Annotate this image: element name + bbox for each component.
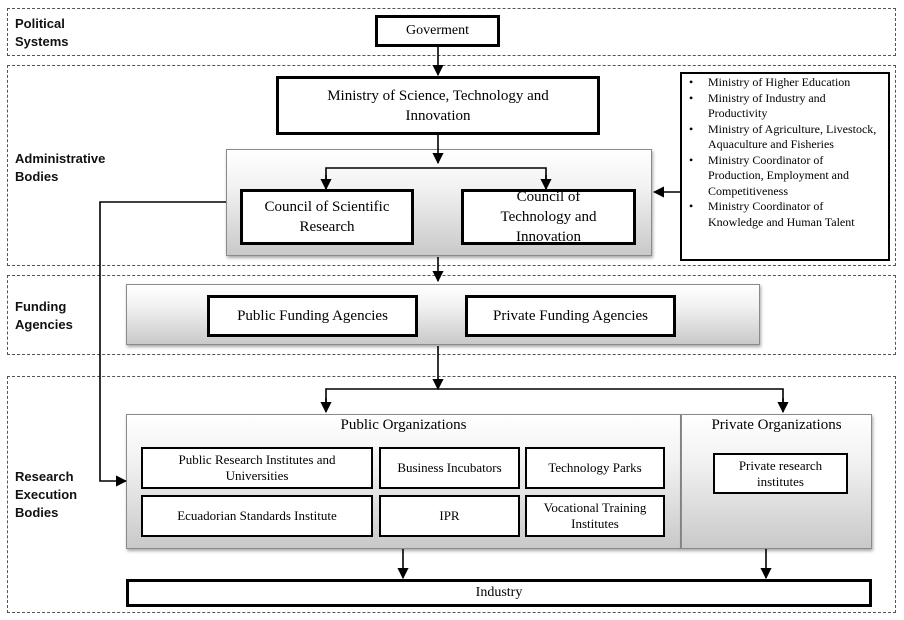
private-funding-agencies-box: Private Funding Agencies — [465, 295, 676, 337]
industry-box: Industry — [126, 579, 872, 607]
band-administrative-bodies — [7, 65, 896, 266]
business-incubators-box: Business Incubators — [379, 447, 520, 489]
ministry-science-box: Ministry of Science, Technology and Inno… — [276, 76, 600, 135]
band-label-research: Research Execution Bodies — [15, 469, 78, 520]
band-label-funding: Funding Agencies — [15, 299, 73, 332]
ministries-list-box: Ministry of Higher Education Ministry of… — [680, 72, 890, 261]
ecuadorian-standards-institute-box: Ecuadorian Standards Institute — [141, 495, 373, 537]
technology-parks-box: Technology Parks — [525, 447, 665, 489]
band-political-systems — [7, 8, 896, 56]
council-technology-innovation-box: Council of Technology and Innovation — [461, 189, 636, 245]
public-funding-agencies-box: Public Funding Agencies — [207, 295, 418, 337]
private-organizations-title: Private Organizations — [711, 417, 842, 433]
ministries-list-item: Ministry of Higher Education — [689, 75, 880, 91]
vocational-training-institutes-box: Vocational Training Institutes — [525, 495, 665, 537]
band-funding-agencies — [7, 275, 896, 355]
ministries-list-item: Ministry of Agriculture, Livestock, Aqua… — [689, 122, 880, 153]
public-research-institutes-box: Public Research Institutes and Universit… — [141, 447, 373, 489]
band-label-political: Political Systems — [15, 16, 69, 49]
band-label-administrative: Administrative Bodies — [15, 151, 106, 184]
ministries-list-item: Ministry Coordinator of Production, Empl… — [689, 153, 880, 200]
government-box: Goverment — [375, 15, 500, 47]
ministries-list-item: Ministry of Industry and Productivity — [689, 91, 880, 122]
council-scientific-research-box: Council of Scientific Research — [240, 189, 414, 245]
private-research-institutes-box: Private research institutes — [713, 453, 848, 494]
band-research-execution-bodies — [7, 376, 896, 613]
ministries-list-item: Ministry Coordinator of Knowledge and Hu… — [689, 199, 880, 230]
public-organizations-title: Public Organizations — [340, 417, 467, 433]
ipr-box: IPR — [379, 495, 520, 537]
